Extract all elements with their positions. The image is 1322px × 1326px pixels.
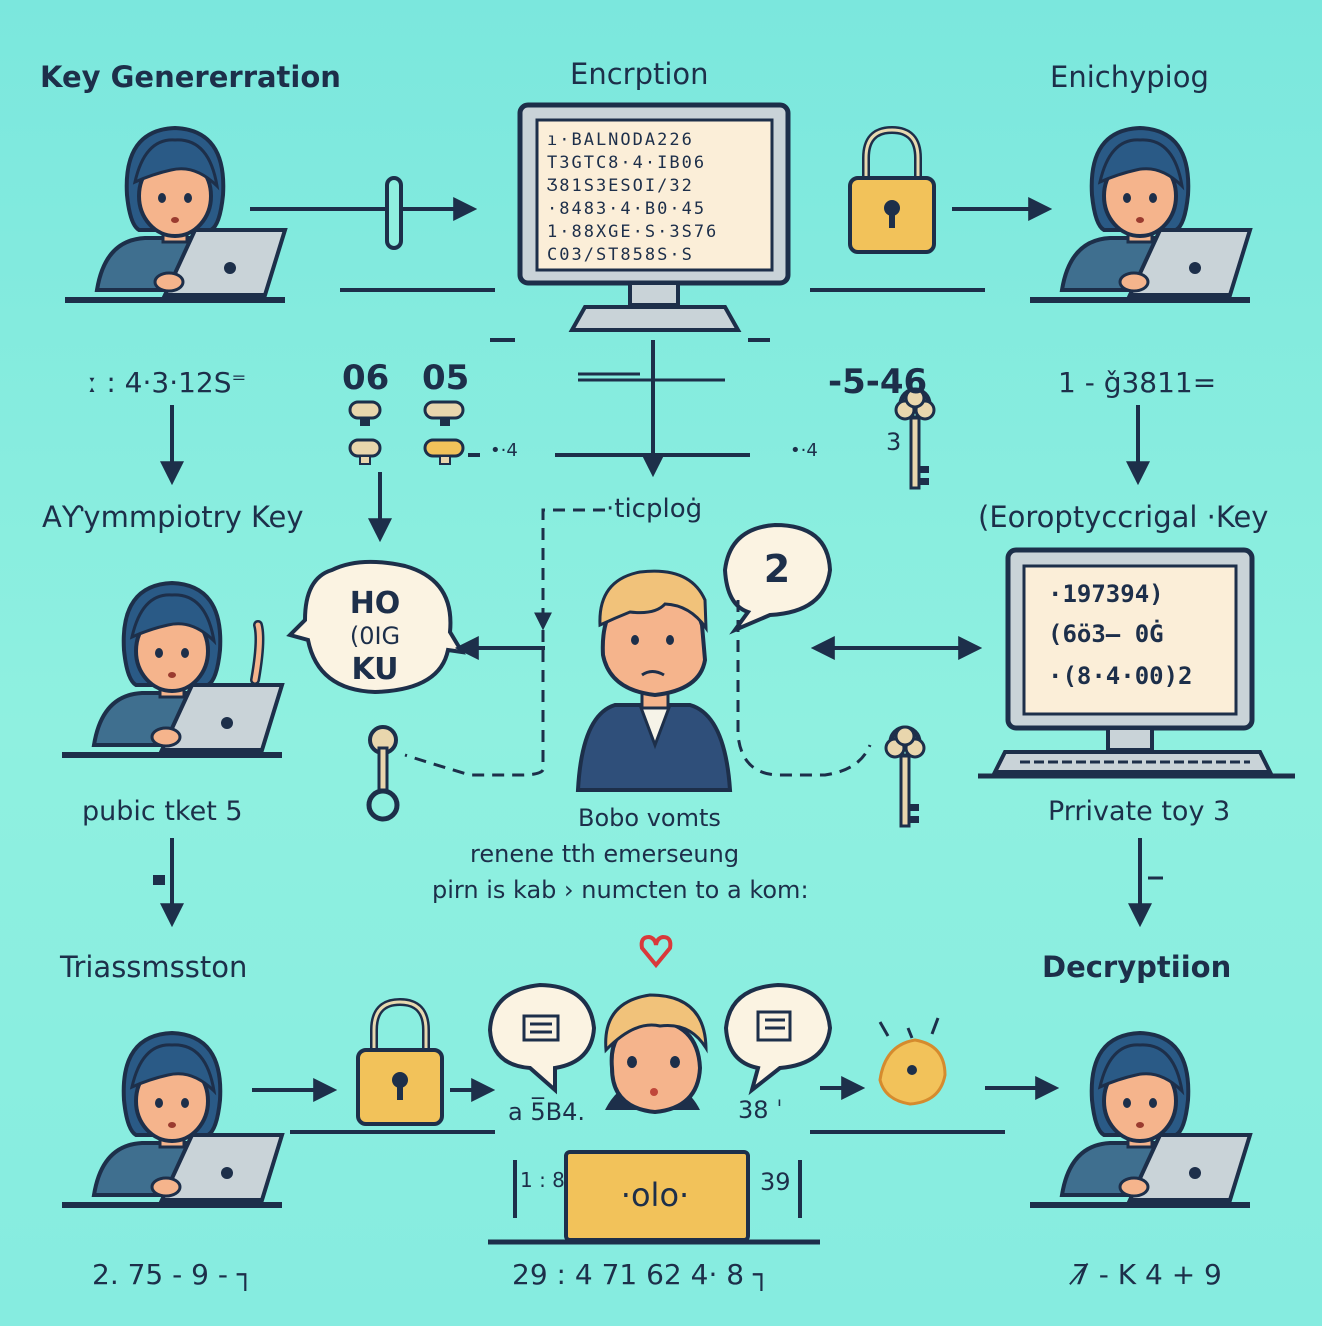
screen-right-line-2: (6ö3– 0Ġ (1048, 620, 1164, 648)
speech-bubble-left (286, 559, 466, 695)
center-text-line-2: renene tth emerseung (470, 840, 740, 868)
key-right-icon (886, 727, 924, 826)
number-39: 39 (760, 1168, 791, 1196)
screen-line-4: ·8483·4·B0·45 (547, 199, 707, 219)
person-decryption (1030, 1033, 1250, 1205)
monitor-top (517, 102, 791, 332)
lock-bottom-icon (358, 1002, 442, 1124)
number-minus546: -5-46 (828, 362, 928, 402)
person-bob (575, 569, 733, 792)
number-38: 38 ˈ (738, 1096, 783, 1124)
bubble-two-text: 2 (763, 547, 791, 591)
number-a584: a 5̅B4. (508, 1098, 585, 1126)
screen-line-3: Ʒ81S3ESOI/32 (547, 176, 694, 196)
number-bottom-left: 2. 75 - 9 - ┐ (92, 1258, 254, 1291)
label-private-key: Prrivate toy 3 (1048, 796, 1231, 827)
label-crypto-key: (Eoroptyccrigal ·Key (978, 500, 1269, 534)
number-top-left: ː : 4·3·12S⁼ (88, 366, 247, 399)
creature-icon (878, 1017, 947, 1106)
screen-right-line-3: ·(8·4·00)2 (1048, 662, 1193, 690)
label-dashed: ·ticploġ (606, 494, 703, 524)
lock-top-icon (850, 130, 934, 252)
monitor-right (978, 547, 1295, 779)
person-enchyping (1030, 128, 1250, 300)
pill-icons (348, 400, 465, 465)
screen-line-6: C03/ST858S·S (547, 245, 694, 265)
number-06: 06 (342, 358, 390, 398)
label-decryption: Decryptiion (1042, 950, 1232, 984)
number-mid-right-small: •·4 (790, 440, 818, 461)
number-bottom-center: 29 : 4 71 62 4· 8 ┐ (512, 1258, 770, 1291)
bubble-left-line-3: KU (351, 652, 399, 687)
key-left-icon (366, 725, 400, 822)
speech-bubble-two (722, 522, 833, 635)
screen-line-5: 1·88XGE·S·3S76 (547, 222, 719, 242)
speech-bubble-bottom-right (723, 982, 833, 1096)
number-side-left: 1 : 8 (520, 1168, 565, 1192)
orange-box (488, 1150, 820, 1245)
number-key-3: 3 (886, 428, 902, 456)
person-transmission (62, 1033, 282, 1205)
number-05: 05 (422, 358, 470, 398)
label-enchyping: Enichypiog (1050, 60, 1209, 94)
heart-icon (639, 934, 673, 969)
bubble-left-line-1: HO (349, 586, 401, 621)
label-public-key: pubic tket 5 (82, 796, 243, 827)
person-key-generation (65, 128, 285, 300)
screen-line-2: T3GTC8·4·IB06 (547, 153, 707, 173)
number-top-right: 1 - ǧ3811= (1058, 366, 1217, 399)
number-mid-left-small: •·4 (490, 440, 518, 461)
label-key-generation: Key Genererration (40, 60, 341, 94)
screen-line-1: ı·BALNODA226 (547, 130, 694, 150)
key-top-icon (896, 389, 934, 488)
center-text-line-3: pirn is kab › numcten to a kom: (432, 876, 809, 904)
person-bob-bottom (604, 993, 708, 1115)
label-asymmetry-key: AƳymmpiotry Key (42, 500, 304, 534)
screen-right-line-1: ·197394) (1048, 580, 1164, 608)
orange-box-text: ·olo· (620, 1176, 690, 1214)
label-encryption: Encrption (570, 57, 709, 91)
bubble-left-line-2: (0IG (349, 622, 401, 650)
person-asymmetry (62, 583, 282, 755)
number-bottom-right: 7̸ - K 4 + 9 (1072, 1258, 1222, 1291)
speech-bubble-bottom-left (487, 982, 597, 1095)
center-text-line-1: Bobo vomts (578, 804, 721, 832)
label-transmission: Triassmsston (60, 950, 248, 984)
